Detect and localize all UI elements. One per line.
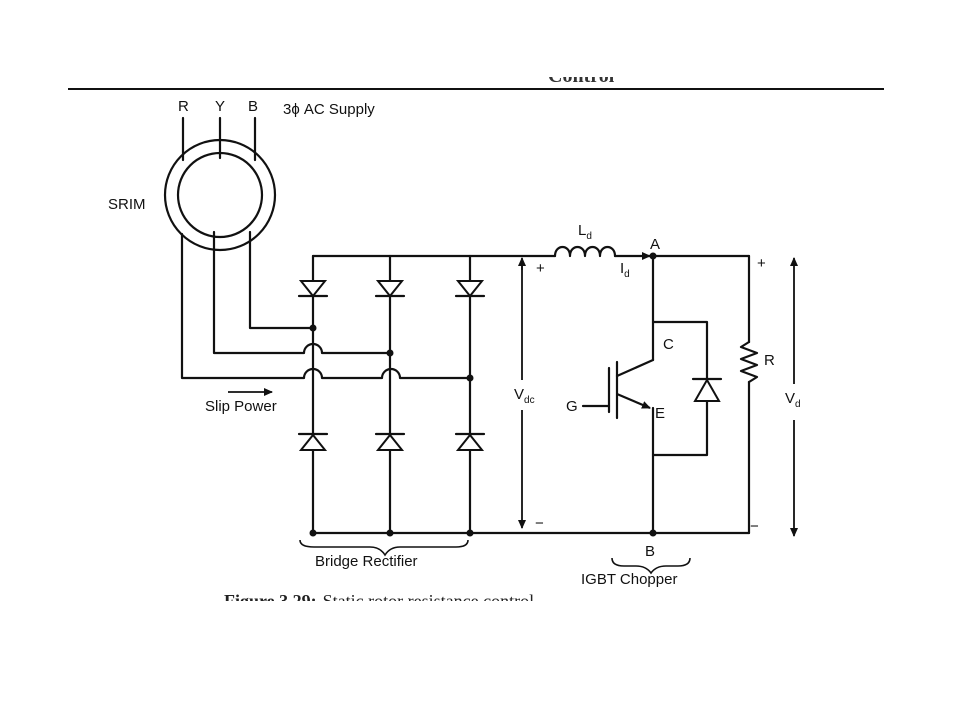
diode-upper-2: [374, 280, 406, 298]
vdc-plus: +: [536, 260, 545, 277]
load-resistor: [739, 254, 759, 535]
node-a-label: A: [650, 236, 660, 253]
srim-motor: [163, 138, 277, 252]
inductor-label: Ld: [578, 222, 592, 242]
phase-b-label: B: [248, 98, 258, 115]
vd-label: Vd: [785, 390, 801, 410]
resistor-label: R: [764, 352, 775, 369]
junction-dots: [309, 324, 657, 537]
gate-label: G: [566, 398, 578, 415]
vd-plus: +: [757, 255, 766, 272]
supply-label: 3ϕ AC Supply: [283, 101, 375, 118]
freewheel-diode: [651, 320, 723, 457]
bridge-rectifier-label: Bridge Rectifier: [315, 553, 418, 570]
current-label: Id: [620, 260, 630, 280]
rectifier-brace: [299, 539, 469, 557]
emitter-label: E: [655, 405, 665, 422]
slip-power-label: Slip Power: [205, 398, 277, 415]
igbt-chopper-label: IGBT Chopper: [581, 571, 677, 588]
diode-upper-1: [297, 280, 329, 298]
vd-minus: −: [750, 518, 759, 535]
diode-upper-3: [454, 280, 486, 298]
collector-label: C: [663, 336, 674, 353]
phase-r-label: R: [178, 98, 189, 115]
chopper-brace: [611, 557, 691, 575]
caption-mask: [200, 601, 760, 641]
diode-lower-3: [454, 432, 486, 451]
vdc-minus: −: [535, 515, 544, 532]
diode-lower-1: [297, 432, 329, 451]
phase-y-label: Y: [215, 98, 225, 115]
diode-lower-2: [374, 432, 406, 451]
node-b-label: B: [645, 543, 655, 560]
igbt-switch: [581, 358, 655, 420]
rotor-leads: [180, 230, 472, 380]
header-fragment-mask: [540, 58, 700, 77]
srim-label: SRIM: [108, 196, 146, 213]
vdc-label: Vdc: [514, 386, 535, 406]
inductor-ld: [553, 245, 617, 258]
